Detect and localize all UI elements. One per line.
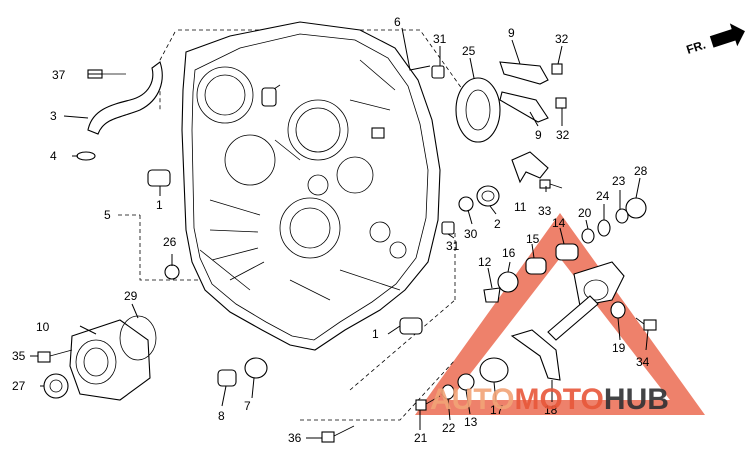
lever-18 [510, 329, 561, 381]
callout-24: 24 [596, 189, 610, 203]
callout-17: 17 [490, 403, 504, 417]
plug-8 [217, 369, 237, 387]
assembly-outline [118, 29, 471, 421]
plate-9b [499, 91, 549, 123]
transmission-case [181, 21, 441, 351]
watermark-logo: AUTOMOTOHUB [430, 383, 669, 416]
callout-10: 10 [36, 320, 50, 334]
callout-37: 37 [52, 68, 66, 82]
callout-8: 8 [218, 409, 225, 423]
callout-21: 21 [414, 431, 428, 445]
shift-arm-19 [547, 261, 626, 341]
o-ring-30 [458, 196, 474, 212]
bolt-21 [415, 395, 441, 411]
callout-36: 36 [288, 431, 302, 445]
callout-25: 25 [462, 44, 476, 58]
collar-15 [525, 257, 547, 275]
breather-hose [87, 61, 163, 135]
callout-6: 6 [394, 15, 401, 29]
seal-27 [43, 373, 69, 399]
dowel-damper-1b [399, 317, 423, 335]
bracket-12 [483, 287, 501, 303]
washer-23 [615, 208, 629, 224]
bolt-36 [321, 425, 355, 443]
callout-1-right: 1 [372, 327, 379, 341]
callout-4: 4 [50, 149, 57, 163]
callout-16: 16 [502, 246, 516, 260]
leader-lines [30, 27, 649, 439]
callout-18: 18 [544, 403, 558, 417]
callout-2: 2 [494, 217, 501, 231]
spring-16 [497, 271, 519, 293]
spring-17 [479, 357, 509, 383]
callout-30: 30 [464, 227, 478, 241]
bolt-32a [551, 63, 563, 75]
callout-33: 33 [538, 204, 552, 218]
callout-29: 29 [124, 289, 138, 303]
seal-2 [476, 185, 500, 207]
plug-31a [431, 65, 445, 79]
callout-3: 3 [50, 109, 57, 123]
callout-1-left: 1 [156, 198, 163, 212]
gasket-29 [119, 315, 157, 361]
seal-28 [625, 197, 647, 219]
callout-5: 5 [104, 208, 111, 222]
plug-26 [164, 264, 180, 280]
bracket-11 [511, 151, 549, 184]
callout-31-mid: 31 [446, 239, 460, 253]
callout-27: 27 [12, 379, 26, 393]
clip-20 [581, 228, 595, 244]
callout-22: 22 [442, 421, 456, 435]
callout-26: 26 [163, 235, 177, 249]
callout-11: 11 [514, 200, 527, 214]
callout-9-top: 9 [508, 26, 515, 40]
callout-9-bottom: 9 [535, 128, 542, 142]
callout-14: 14 [552, 216, 566, 230]
bearing-25 [455, 77, 501, 143]
callout-32-top: 32 [555, 32, 569, 46]
callout-12: 12 [478, 255, 492, 269]
plate-9a [499, 61, 549, 85]
callout-35: 35 [12, 349, 26, 363]
bolt-33 [539, 179, 563, 189]
dowel-damper-1a [147, 169, 171, 187]
collar-14 [555, 243, 579, 261]
callout-32-bottom: 32 [556, 128, 570, 142]
seal-7 [244, 357, 268, 379]
callout-23: 23 [612, 174, 626, 188]
callout-31-top: 31 [433, 32, 447, 46]
callout-15: 15 [526, 232, 540, 246]
callout-labels: 6 31 25 9 32 37 3 9 32 4 1 5 28 23 24 20… [12, 15, 650, 445]
bolt-32b [555, 97, 567, 109]
bolt-35 [37, 349, 73, 363]
front-direction-label: FR. [685, 38, 708, 57]
callout-7: 7 [244, 399, 251, 413]
callout-19: 19 [612, 341, 626, 355]
hose-clip [76, 151, 96, 161]
svg-text:AUTOMOTOHUB: AUTOMOTOHUB [430, 383, 669, 416]
front-direction-arrow-icon [709, 23, 745, 48]
plug-31b [441, 221, 455, 235]
callout-34: 34 [636, 355, 650, 369]
callout-13: 13 [464, 415, 478, 429]
callout-28: 28 [634, 164, 648, 178]
callout-20: 20 [578, 206, 592, 220]
bolt-34 [635, 317, 657, 331]
spring-24 [597, 219, 611, 237]
